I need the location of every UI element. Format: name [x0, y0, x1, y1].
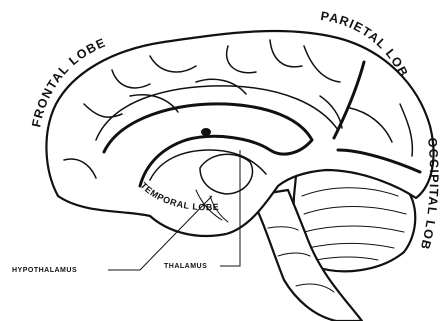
- thalamus-label: THALAMUS: [164, 263, 207, 270]
- hypothalamus-label: HYPOTHALAMUS: [12, 267, 77, 274]
- interventricular-marker: [201, 128, 211, 136]
